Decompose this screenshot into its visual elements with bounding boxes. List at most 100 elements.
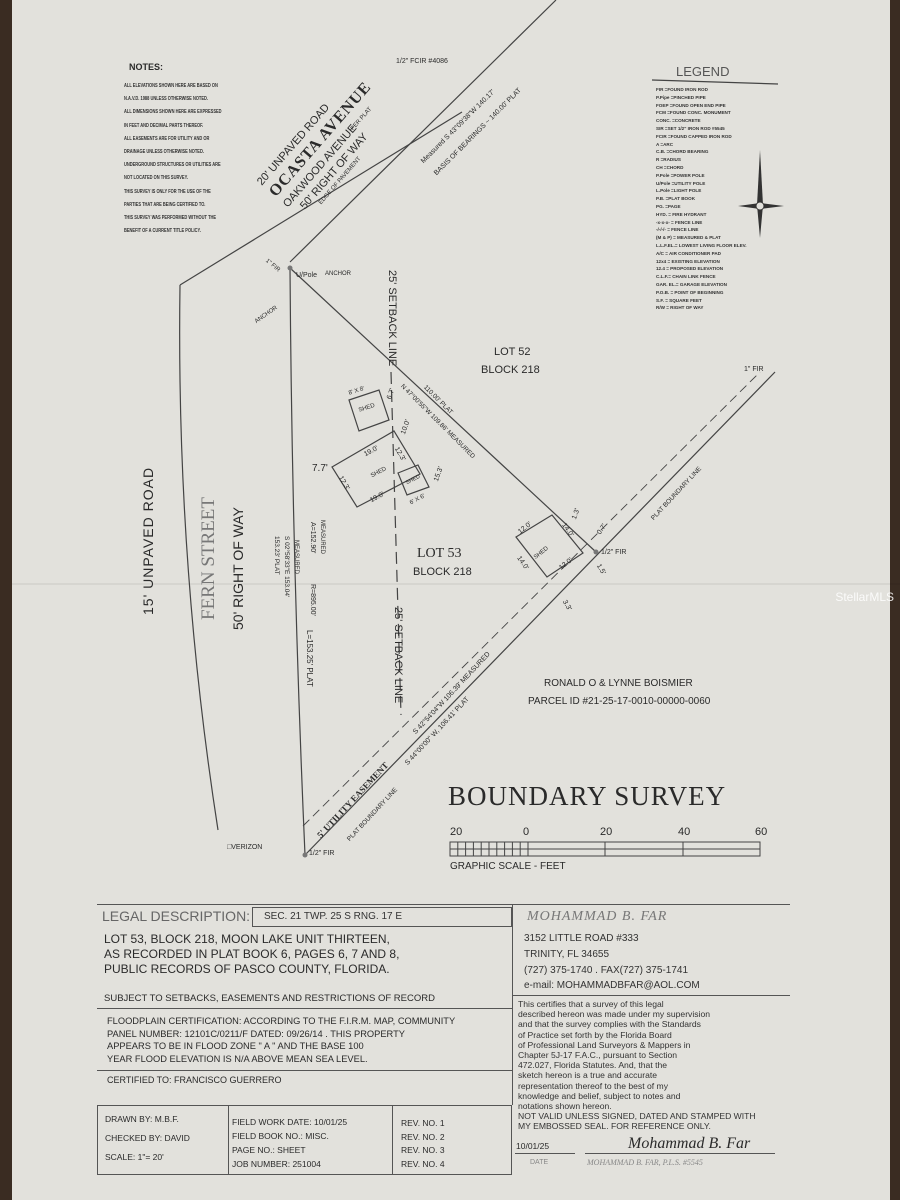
survey-title: BOUNDARY SURVEY <box>448 781 727 811</box>
cert-line: and that the survey complies with the St… <box>518 1019 701 1030</box>
divider <box>97 1008 512 1009</box>
divider <box>97 1070 512 1071</box>
west-boundary-curve <box>289 267 306 856</box>
fern-street-west-edge <box>179 284 219 831</box>
west-measured: MEASURED <box>293 540 299 575</box>
legend-item: R =RADIUS <box>656 157 681 163</box>
watermark: StellarMLS <box>835 590 894 604</box>
scale-tick-label: 60 <box>755 826 768 838</box>
survey-document <box>12 0 900 1200</box>
divider <box>392 1105 393 1175</box>
surveyor-address1: 3152 LITTLE ROAD #333 <box>524 933 639 944</box>
curve-radius: R=895.00' <box>309 584 316 616</box>
surveyor-seal-label: MOHAMMAD B. FAR, P.L.S. #5545 <box>587 1158 703 1167</box>
iron-rod-marker <box>302 852 308 858</box>
fern-street-label: FERN STREET <box>198 497 219 620</box>
surveyor-name: MOHAMMAD B. FAR <box>527 909 668 924</box>
legend-item: S.F. = SQUARE FEET <box>656 297 702 303</box>
surveyor-phone: (727) 375-1740 . FAX(727) 375-1741 <box>524 965 688 976</box>
legend-item: FIR =FOUND IRON ROD <box>656 87 708 92</box>
west-bearing: S 02°58'33"E 153.04' <box>283 536 290 598</box>
legend-item: P.Pipe =PINCHED PIPE <box>656 94 706 100</box>
scale-tick-label: 0 <box>523 826 530 838</box>
page-no: PAGE NO.: SHEET <box>232 1145 306 1155</box>
date-line <box>515 1153 575 1154</box>
note-line: NOT LOCATED ON THIS SURVEY. <box>124 175 188 182</box>
west-plat: 153.23' PLAT <box>273 536 280 575</box>
cert-line: sketch hereon is a true and accurate <box>518 1070 658 1081</box>
subject-to: SUBJECT TO SETBACKS, EASEMENTS AND RESTR… <box>104 993 435 1004</box>
notes-list: ALL ELEVATIONS SHOWN HERE ARE BASED ON N.… <box>124 80 222 238</box>
setback-label: 25' SETBACK LINE <box>392 607 404 704</box>
anchor-label: ANCHOR <box>325 271 352 277</box>
legend-item: 12x4 = EXISTING ELEVATION <box>656 258 720 264</box>
graphic-scale <box>449 841 761 857</box>
shed-4 <box>515 514 584 578</box>
parcel-id: PARCEL ID #21-25-17-0010-00000-0060 <box>528 696 711 707</box>
cert-line: described hereon was made under my super… <box>518 1009 711 1020</box>
lot-52-label: LOT 52 <box>494 346 531 358</box>
revision: REV. NO. 2 <box>401 1131 445 1142</box>
signature: Mohammad B. Far <box>628 1135 751 1152</box>
note-line: THIS SURVEY IS ONLY FOR THE USE OF THE <box>124 188 211 195</box>
scale: SCALE: 1"= 20' <box>105 1152 164 1162</box>
north-arrow-icon <box>738 150 784 238</box>
shed-3 <box>397 464 430 496</box>
legend-item: P.B. =PLAT BOOK <box>656 196 696 202</box>
block-53-label: BLOCK 218 <box>413 566 472 578</box>
verizon-text: VERIZON <box>231 844 263 851</box>
certification-text: This certifies that a survey of this leg… <box>518 999 756 1132</box>
curve-length: L=153.25' PLAT <box>305 630 314 687</box>
scale-tick-label: 40 <box>678 826 691 838</box>
scale-tick-label: 20 <box>600 826 613 838</box>
note-line: N.A.V.D. 1988 UNLESS OTHERWISE NOTED. <box>124 96 209 103</box>
setback-label: 25' SETBACK LINE <box>386 270 398 367</box>
field-work-date: FIELD WORK DATE: 10/01/25 <box>232 1117 348 1127</box>
legend-item: P.Pole =POWER POLE <box>656 172 705 178</box>
legend-title: LEGEND <box>676 64 730 79</box>
easement-line <box>302 371 761 827</box>
surveyor-address2: TRINITY, FL 34655 <box>524 949 610 960</box>
legend-item: FCM =FOUND CONC. MONUMENT <box>656 110 731 116</box>
legend-item: HYD. = FIRE HYDRANT <box>656 211 707 217</box>
note-line: DRAINAGE UNLESS OTHERWISE NOTED. <box>124 149 204 156</box>
revision: REV. NO. 1 <box>401 1118 445 1128</box>
note-line: PARTIES THAT ARE BEING CERTIFIED TO. <box>124 201 206 208</box>
certified-to: CERTIFIED TO: FRANCISCO GUERRERO <box>107 1075 282 1085</box>
signature-line <box>585 1153 775 1154</box>
flood-line: APPEARS TO BE IN FLOOD ZONE " A " AND TH… <box>107 1041 364 1051</box>
west-road-label: 15' UNPAVED ROAD <box>140 466 156 615</box>
drawn-by: DRAWN BY: M.B.F. <box>105 1114 179 1124</box>
note-line: IN FEET AND DECIMAL PARTS THEREOF. <box>124 122 204 129</box>
divider <box>228 1105 229 1175</box>
divider <box>512 905 513 1105</box>
block-52-label: BLOCK 218 <box>481 364 540 376</box>
note-line: ALL EASEMENTS ARE FOR UTILITY AND OR <box>124 135 210 142</box>
date-label: DATE <box>530 1159 549 1166</box>
legend-item: SIR =SET 1/2" IRON ROD #5545 <box>656 125 725 131</box>
cert-line: knowledge and belief, subject to notes a… <box>518 1090 681 1101</box>
signature-date: 10/01/25 <box>516 1141 550 1151</box>
flood-line: FLOODPLAIN CERTIFICATION: ACCORDING TO T… <box>107 1016 456 1026</box>
not-valid-line: MY EMBOSSED SEAL. FOR REFERENCE ONLY. <box>518 1121 711 1132</box>
legal-description: LOT 53, BLOCK 218, MOON LAKE UNIT THIRTE… <box>104 932 399 977</box>
legend-item: R/W = RIGHT OF WAY <box>656 305 704 311</box>
cert-line: 472.027, Florida Statutes. And, that the <box>518 1060 668 1071</box>
legend-item: -x-x-x- = FENCE LINE <box>656 219 703 225</box>
divider <box>97 904 790 905</box>
divider <box>512 995 790 996</box>
scale-tick-label: 20 <box>450 826 463 838</box>
north-boundary-line <box>289 267 597 553</box>
flood-line: PANEL NUMBER: 12101C/0211/F DATED: 09/26… <box>107 1028 405 1039</box>
cert-line: notations shown hereon. <box>518 1101 612 1112</box>
revision: REV. NO. 3 <box>401 1145 445 1155</box>
note-line: ALL ELEVATIONS SHOWN HERE ARE BASED ON <box>124 83 218 89</box>
legend-item: P.O.B. = POINT OF BEGINNING <box>656 289 724 295</box>
legal-line: PUBLIC RECORDS OF PASCO COUNTY, FLORIDA. <box>104 962 390 976</box>
cert-line: representation thereof to the best of my <box>518 1080 669 1091</box>
fcir-label: 1/2" FCIR #4086 <box>396 58 448 65</box>
verizon-label: □VERIZON <box>227 844 263 851</box>
